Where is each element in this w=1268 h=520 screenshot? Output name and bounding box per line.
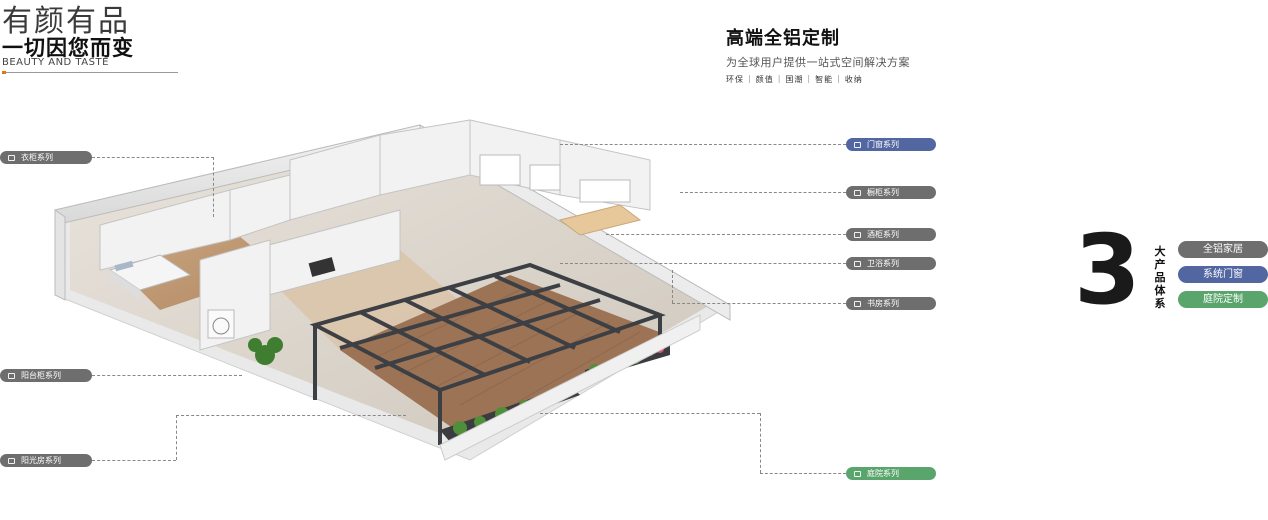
label-balcony-cabinet[interactable]: 阳台柜系列: [0, 369, 92, 382]
label-courtyard-text: 庭院系列: [867, 469, 899, 478]
label-study-text: 书房系列: [867, 299, 899, 308]
brand-divider: [2, 72, 178, 73]
leader-line-courtyard: [760, 473, 846, 474]
leader-line-door-window: [560, 144, 846, 145]
label-study[interactable]: 书房系列: [846, 297, 936, 310]
headline-subtitle: 为全球用户提供一站式空间解决方案: [726, 56, 910, 69]
sunroom-icon: [8, 457, 15, 464]
headline-block: 高端全铝定制 为全球用户提供一站式空间解决方案 环保| 颜值| 国潮| 智能| …: [726, 24, 986, 85]
leader-line-balcony-cabinet: [92, 375, 242, 376]
leader-line-bathroom: [560, 263, 846, 264]
label-balcony-cabinet-text: 阳台柜系列: [21, 371, 61, 380]
brand-title: 有颜有品: [2, 4, 130, 39]
door-window-icon: [854, 141, 861, 148]
leader-line-kitchen-cabinet: [680, 192, 846, 193]
label-wardrobe-text: 衣柜系列: [21, 153, 53, 162]
label-bathroom[interactable]: 卫浴系列: [846, 257, 936, 270]
product-system-item-2[interactable]: 系统门窗: [1178, 266, 1268, 283]
brand-english: BEAUTY AND TASTE: [2, 57, 109, 68]
headline-tags: 环保| 颜值| 国潮| 智能| 收纳: [726, 74, 986, 85]
brand-accent-mark: [2, 71, 6, 74]
tag-separator: |: [777, 74, 782, 83]
leader-line-study: [672, 303, 846, 304]
leader-line-wardrobe-drop: [213, 157, 214, 217]
product-system-number: 3: [1074, 214, 1141, 326]
tag-separator: |: [837, 74, 841, 83]
tag-item: 国潮: [785, 75, 804, 84]
headline-title: 高端全铝定制: [726, 28, 840, 49]
label-bathroom-text: 卫浴系列: [867, 259, 899, 268]
label-sunroom-text: 阳光房系列: [21, 456, 61, 465]
label-door-window-text: 门窗系列: [867, 140, 899, 149]
brand-slogan: 一切因您而变: [2, 36, 134, 60]
tag-item: 环保: [726, 75, 744, 84]
floorplan-illustration: [54, 119, 731, 461]
label-kitchen-cabinet-text: 橱柜系列: [867, 188, 899, 197]
leader-line-sunroom: [92, 460, 176, 461]
leader-line-study-drop: [672, 270, 673, 303]
leader-line-sunroom-rise: [176, 415, 177, 460]
label-door-window[interactable]: 门窗系列: [846, 138, 936, 151]
label-wine-cabinet[interactable]: 酒柜系列: [846, 228, 936, 241]
study-icon: [854, 300, 861, 307]
leader-line-courtyard-drop: [760, 413, 761, 473]
label-wardrobe[interactable]: 衣柜系列: [0, 151, 92, 164]
bathroom-icon: [854, 260, 861, 267]
product-system-item-1[interactable]: 全铝家居: [1178, 241, 1268, 258]
tag-separator: |: [807, 74, 812, 83]
tag-separator: |: [748, 74, 752, 83]
leader-line-wardrobe: [92, 157, 214, 158]
product-system-item-3[interactable]: 庭院定制: [1178, 291, 1268, 308]
label-wine-cabinet-text: 酒柜系列: [867, 230, 899, 239]
label-courtyard[interactable]: 庭院系列: [846, 467, 936, 480]
tag-item: 智能: [815, 75, 834, 84]
courtyard-icon: [854, 470, 861, 477]
label-sunroom[interactable]: 阳光房系列: [0, 454, 92, 467]
leader-line-wine-cabinet: [606, 234, 846, 235]
leader-line-sunroom-top: [176, 415, 406, 416]
wine-cabinet-icon: [854, 231, 861, 238]
tag-item: 收纳: [844, 75, 863, 84]
tag-item: 颜值: [755, 75, 774, 84]
balcony-cabinet-icon: [8, 372, 15, 379]
wardrobe-icon: [8, 154, 15, 161]
product-system-caption: 大产品体系: [1154, 245, 1166, 310]
label-kitchen-cabinet[interactable]: 橱柜系列: [846, 186, 936, 199]
kitchen-cabinet-icon: [854, 189, 861, 196]
leader-line-courtyard-top: [540, 413, 760, 414]
